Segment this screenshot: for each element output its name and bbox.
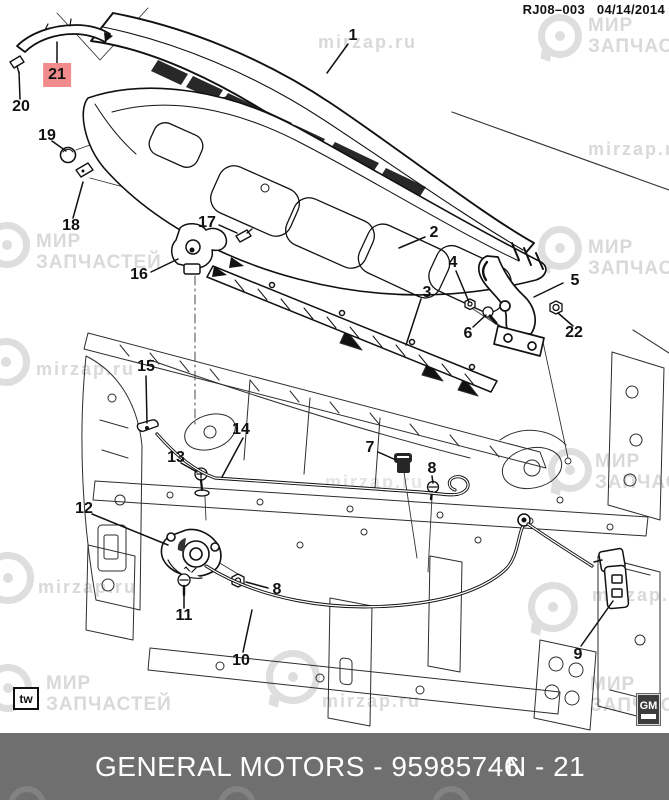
part-release-cable-10 <box>204 513 594 609</box>
gm-logo: GM <box>638 695 659 724</box>
part-clip-15 <box>136 419 159 432</box>
part-striker-16 <box>171 223 228 275</box>
part-grommet-19 <box>59 146 77 164</box>
tw-mark: tw <box>13 687 39 710</box>
footer-page-ref: N - 21 <box>506 750 586 782</box>
part-nut-4 <box>464 298 476 311</box>
footer-part-title: GENERAL MOTORS - 95985746 <box>95 750 520 782</box>
part-clip-17 <box>235 228 253 243</box>
gm-logo-strip <box>641 713 656 719</box>
engine-bay-structure <box>81 329 665 731</box>
part-cowl-vent-grille <box>206 257 498 393</box>
part-release-cable-14 <box>155 432 470 497</box>
part-hood-hinge <box>477 255 545 357</box>
body-outline-lines <box>451 111 669 354</box>
part-clip-18 <box>75 162 94 178</box>
part-bolt-8-mid <box>426 480 440 501</box>
drawing-header: RJ08–003 04/14/2014 <box>515 2 665 17</box>
exploded-view-drawing <box>9 7 669 731</box>
drawing-date: 04/14/2014 <box>596 2 665 17</box>
gm-logo-badge: GM <box>636 693 661 726</box>
part-nut-22 <box>549 300 563 315</box>
footer-bar: GENERAL MOTORS - 95985746 N - 21 <box>0 733 669 800</box>
drawing-code: RJ08–003 <box>522 2 585 17</box>
leader-lines <box>18 41 614 653</box>
part-hood-bumper-7 <box>394 453 412 473</box>
part-weatherstrip <box>16 18 113 53</box>
part-bolt-6 <box>482 306 498 325</box>
part-release-handle-9 <box>593 547 630 610</box>
part-clip-20 <box>9 55 25 74</box>
part-bolt-11 <box>177 573 191 597</box>
part-hood-inner-panel <box>82 87 547 314</box>
